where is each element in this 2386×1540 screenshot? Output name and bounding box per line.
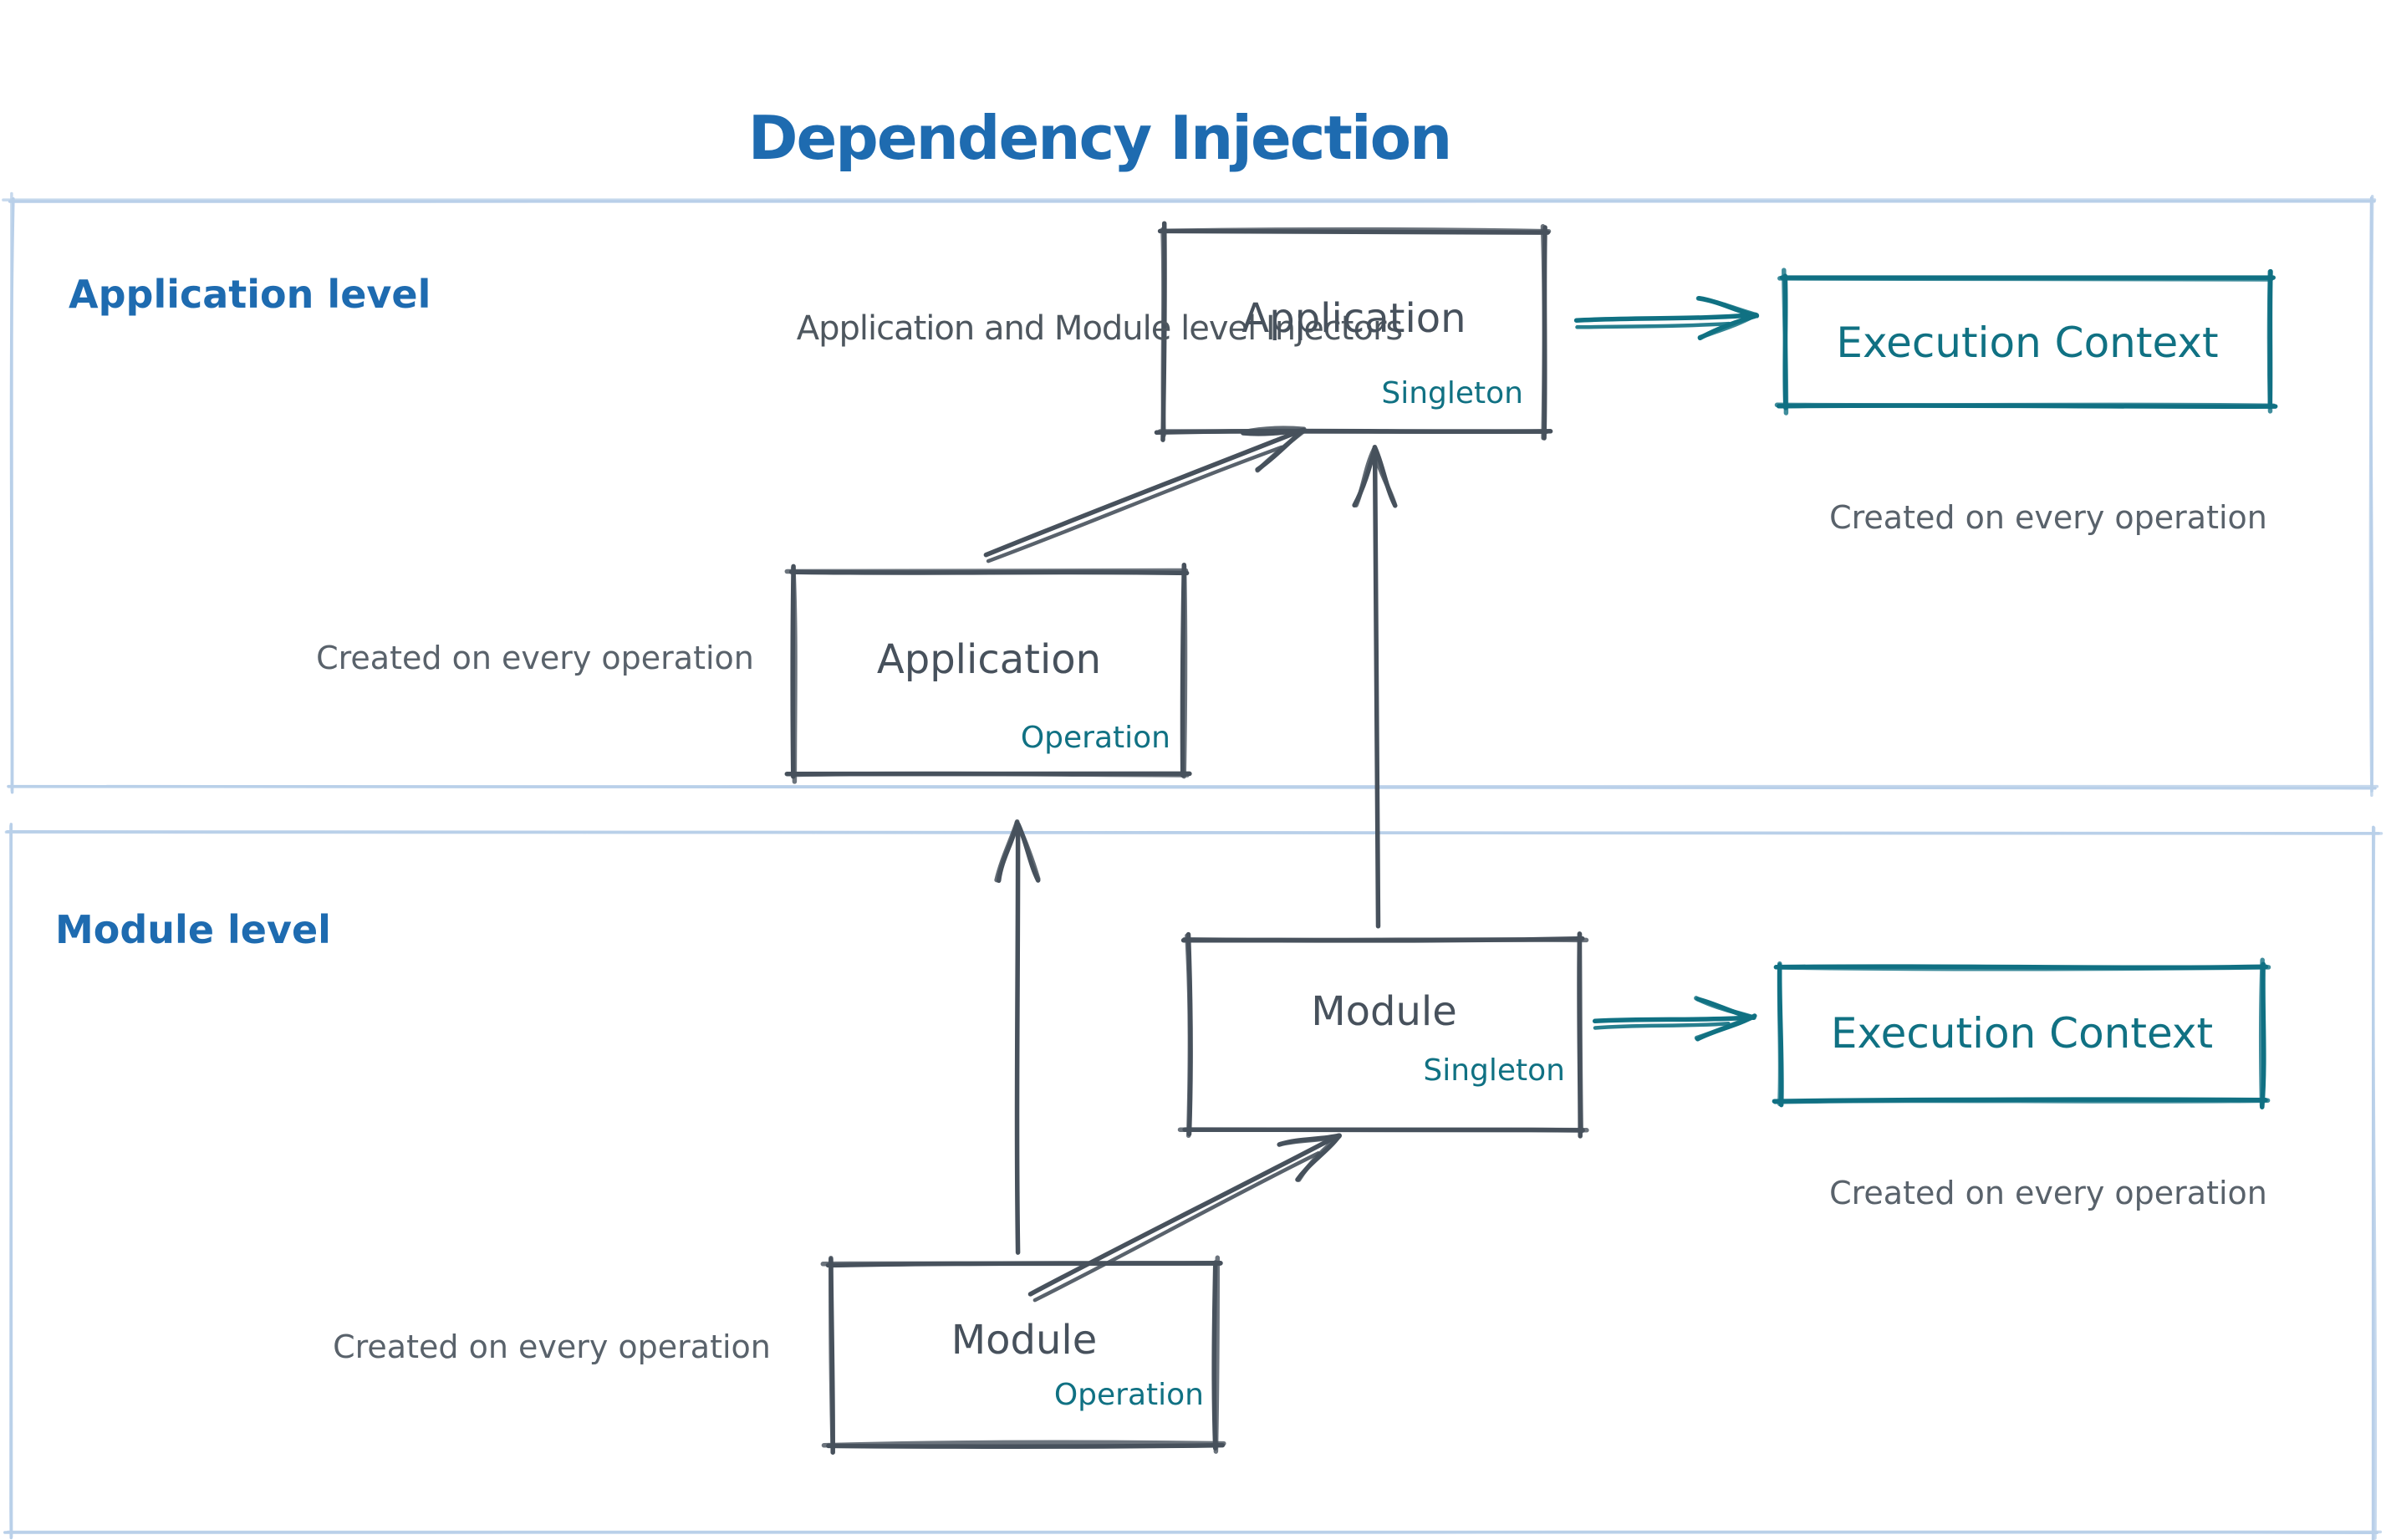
sketch-stroke <box>1540 223 1547 441</box>
module-level-label: Module level <box>55 907 331 952</box>
application-level-container <box>2 191 2379 798</box>
module-singleton-scope-badge: Singleton <box>1423 1053 1565 1088</box>
arrow-module-operation-to-app-operation <box>994 818 1041 1255</box>
sketch-stroke <box>2258 957 2265 1109</box>
sketch-stroke <box>2266 269 2273 414</box>
sketch-stroke <box>986 445 1284 563</box>
sketch-stroke <box>1694 996 1756 1020</box>
app-operation-box-title: Application <box>876 636 1102 683</box>
module-singleton-box <box>1177 931 1589 1139</box>
sketch-stroke <box>1777 965 2271 971</box>
arrow-module-singleton-to-execution-context <box>1592 996 1757 1042</box>
execution-context-top-title: Execution Context <box>1836 319 2219 367</box>
arrow-app-singleton-to-execution-context <box>1573 295 1760 341</box>
sketch-stroke <box>1014 823 1021 1255</box>
sketch-stroke <box>1027 1135 1338 1297</box>
sketch-stroke <box>1772 1098 2271 1104</box>
sketch-stroke <box>2 198 2377 202</box>
sketch-stroke <box>1694 1014 1756 1041</box>
app-singleton-scope-badge: Singleton <box>1381 376 1523 410</box>
app-operation-scope-badge: Operation <box>1020 721 1170 755</box>
sketch-stroke <box>820 1261 1223 1267</box>
sketch-stroke <box>1032 1151 1321 1303</box>
sketch-stroke <box>1372 446 1397 507</box>
sketch-stroke <box>784 568 1189 574</box>
sketch-stroke <box>7 784 2379 789</box>
sketch-stroke <box>1695 296 1759 318</box>
sketch-stroke <box>1777 276 2274 282</box>
sketch-stroke <box>1777 961 1783 1107</box>
arrow-app-operation-to-app-singleton <box>983 426 1307 563</box>
app-operation-caption: Created on every operation <box>316 640 754 676</box>
sketch-stroke <box>1354 446 1377 507</box>
sketch-stroke <box>1577 931 1584 1135</box>
app-operation-box <box>784 562 1192 784</box>
sketch-stroke <box>828 1255 835 1451</box>
sketch-stroke <box>1185 933 1193 1139</box>
sketch-stroke <box>9 824 14 1538</box>
sketch-stroke <box>1181 563 1188 779</box>
sketch-stroke <box>821 1440 1226 1448</box>
arrow-module-singleton-to-app-singleton <box>1352 444 1398 929</box>
sketch-stroke <box>994 818 1020 883</box>
sketch-stroke <box>1160 227 1166 438</box>
page-title: Dependency Injection <box>747 103 1453 173</box>
sketch-stroke <box>1241 426 1307 435</box>
sketch-stroke <box>791 565 798 784</box>
application-level-label: Application level <box>69 272 431 317</box>
app-singleton-box-title: Application <box>1241 295 1466 342</box>
arrow-module-operation-to-module-singleton <box>1027 1133 1342 1303</box>
sketch-stroke <box>1782 268 1789 416</box>
app-singleton-box <box>1154 221 1553 442</box>
sketch-stroke <box>790 771 1190 778</box>
sketch-stroke <box>1575 321 1731 329</box>
sketch-stroke <box>1593 1021 1731 1030</box>
execution-context-bottom-title: Execution Context <box>1830 1009 2214 1058</box>
module-singleton-box-title: Module <box>1311 988 1457 1035</box>
execution-context-bottom-box <box>1772 957 2271 1109</box>
sketch-stroke <box>1372 450 1381 929</box>
sketch-stroke <box>1573 313 1755 323</box>
sketch-stroke <box>2368 194 2374 798</box>
sketch-stroke <box>4 830 2383 836</box>
sketch-stroke <box>1014 819 1041 882</box>
sketch-stroke <box>1592 1015 1752 1024</box>
page-subtitle: Application and Module level Injectors <box>796 309 1403 348</box>
module-operation-box-title: Module <box>951 1317 1098 1364</box>
sketch-stroke <box>1213 1255 1221 1454</box>
execution-context-bottom-caption: Created on every operation <box>1829 1175 2267 1211</box>
execution-context-top-box <box>1774 268 2278 416</box>
execution-context-top-caption: Created on every operation <box>1829 499 2267 536</box>
sketch-stroke <box>1277 1133 1342 1147</box>
module-operation-caption: Created on every operation <box>333 1328 771 1365</box>
sketch-stroke <box>1697 312 1758 340</box>
sketch-stroke <box>1255 428 1307 473</box>
sketch-stroke <box>6 1530 2383 1535</box>
module-operation-box <box>820 1255 1226 1455</box>
sketch-stroke <box>1182 936 1589 943</box>
module-level-container <box>3 823 2383 1540</box>
sketch-stroke <box>983 428 1304 558</box>
sketch-stroke <box>1296 1134 1342 1182</box>
module-operation-scope-badge: Operation <box>1053 1378 1204 1412</box>
sketch-stroke <box>1160 227 1552 234</box>
sketch-stroke <box>2371 826 2378 1540</box>
sketch-stroke <box>1241 428 1306 436</box>
